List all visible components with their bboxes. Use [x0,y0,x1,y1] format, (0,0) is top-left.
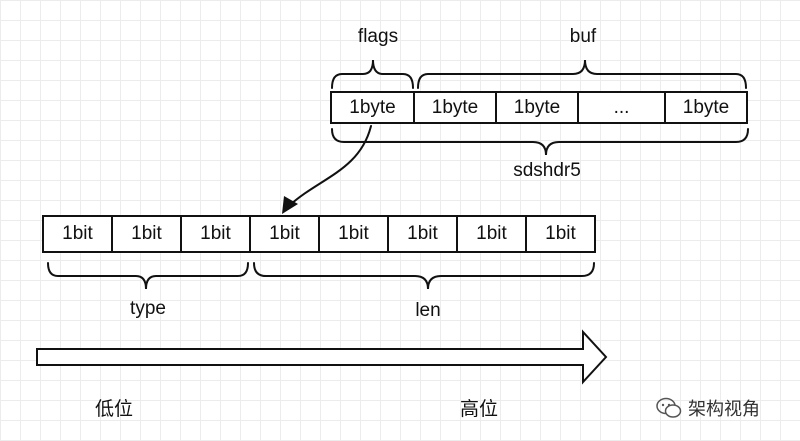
bit-cell: 1bit [387,215,458,253]
buf-label: buf [569,26,597,47]
bit-cell: 1bit [42,215,113,253]
direction-arrow [36,329,608,385]
bit-cell: 1bit [525,215,596,253]
bit-cell: 1bit [249,215,320,253]
len-label: len [415,300,441,321]
low-bit-label: 低位 [94,399,134,420]
byte-cell: 1byte [330,91,415,124]
pointer-arrowhead [282,196,298,214]
bit-cell: 1bit [111,215,182,253]
byte-cell: 1byte [664,91,748,124]
type-brace [47,262,249,290]
len-brace [253,262,595,290]
flags-brace [331,59,414,89]
byte-cell: 1byte [495,91,579,124]
wechat-icon [656,397,682,418]
bit-cell: 1bit [318,215,389,253]
type-label: type [130,298,166,319]
byte-cell: ... [577,91,666,124]
watermark: 架构视角 [656,395,760,421]
flags-label: flags [357,26,399,47]
high-bit-label: 高位 [459,399,499,420]
sdshdr5-label: sdshdr5 [513,160,581,181]
buf-brace [417,59,747,89]
watermark-text: 架构视角 [688,399,760,419]
sdshdr5-brace [331,128,749,156]
pointer-arrow [289,125,372,206]
